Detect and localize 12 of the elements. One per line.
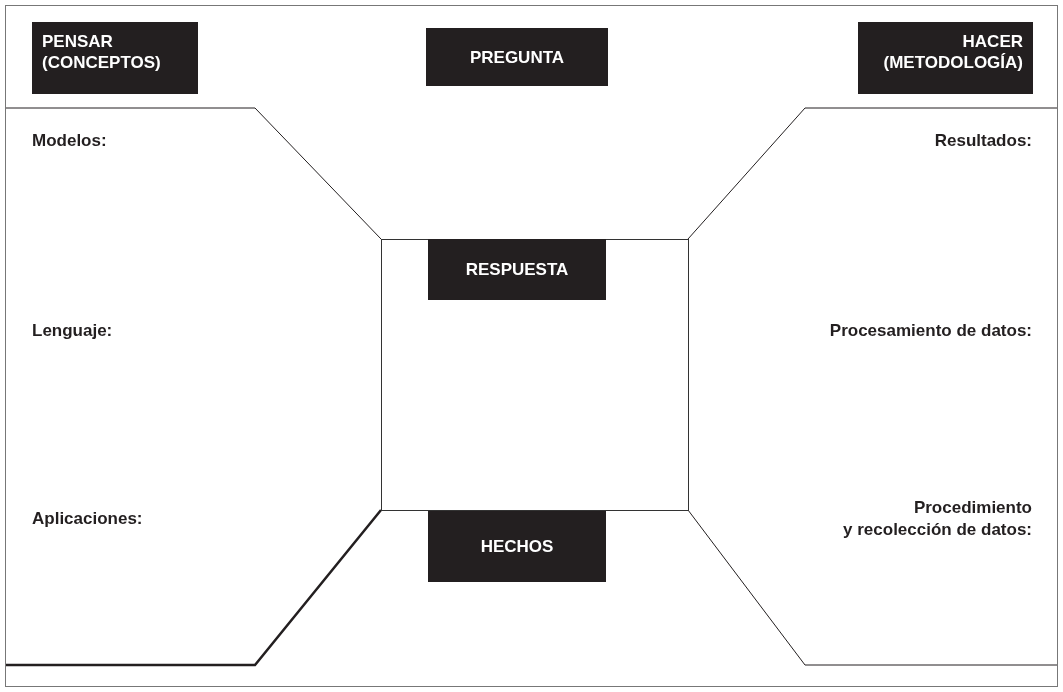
section-heading: Resultados: [934, 130, 1032, 152]
section-heading: Procedimiento y recolección de datos: [843, 497, 1032, 541]
label-block: HACER (METODOLOGÍA) [858, 22, 1033, 94]
label-block: RESPUESTA [428, 239, 606, 300]
section-heading: Modelos: [32, 130, 107, 152]
center-square [381, 239, 689, 511]
section-heading: Lenguaje: [32, 320, 113, 342]
section-heading: Aplicaciones: [32, 508, 143, 530]
section-heading: Procesamiento de datos: [829, 320, 1032, 342]
label-block: PENSAR (CONCEPTOS) [32, 22, 198, 94]
label-block: PREGUNTA [426, 28, 608, 86]
label-block: HECHOS [428, 511, 606, 582]
